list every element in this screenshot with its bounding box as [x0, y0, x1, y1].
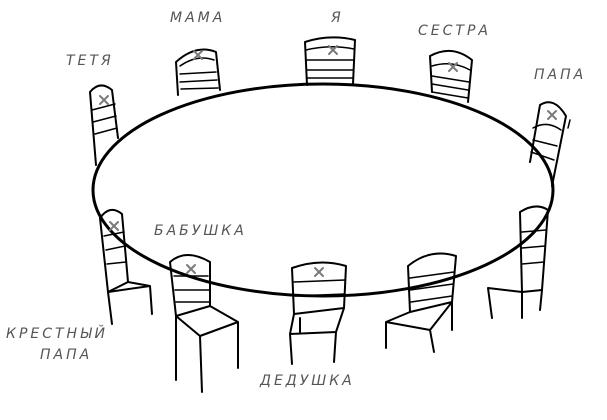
chair-sestra — [429, 49, 473, 103]
label-krestny-line2: ПАПА — [40, 347, 93, 363]
chair-dedushka — [289, 261, 347, 365]
label-krestny-line1: КРЕСТНЫЙ — [6, 326, 109, 342]
label-papa: ПАПА — [534, 67, 587, 83]
label-dedushka: ДЕДУШКА — [260, 373, 355, 389]
chair-ya — [304, 36, 356, 86]
chair-guest-far-right — [487, 205, 549, 319]
chair-babushka — [169, 254, 239, 393]
round-table — [91, 82, 555, 298]
chair-tetya — [89, 84, 119, 166]
chair-mama — [175, 48, 221, 96]
label-babushka: БАБУШКА — [154, 223, 247, 239]
label-mama: МАМА — [170, 10, 226, 26]
label-tetya: ТЕТЯ — [66, 53, 114, 69]
label-sestra: СЕСТРА — [418, 23, 491, 39]
chair-guest-right — [385, 252, 457, 353]
label-ya: Я — [331, 10, 344, 26]
chair-krestny-papa — [99, 208, 153, 325]
